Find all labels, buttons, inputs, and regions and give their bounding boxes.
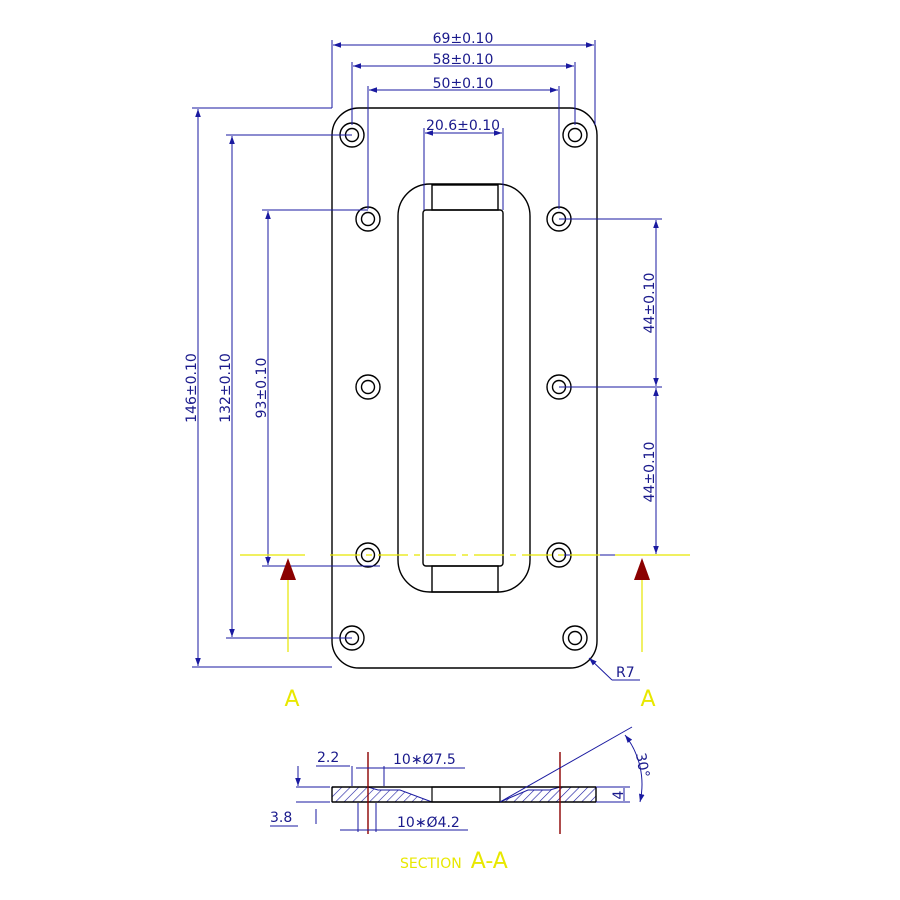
section-title: SECTION A-A [400,849,508,874]
dim-label-3-8: 3.8 [270,810,292,826]
dim-height-44-upper: 44±0.10 [559,218,662,388]
hole-corner-tr [562,122,588,148]
dim-label-20-6: 20.6±0.10 [426,118,500,134]
section-view: 2.2 3.8 4 30° 10∗Ø7.5 [270,726,652,874]
dim-3-8: 3.8 [270,801,330,827]
section-title-word: SECTION [400,856,462,872]
hole-corner-br [562,625,588,651]
dim-label-holes-small: 10∗Ø4.2 [397,815,460,831]
dim-2-2: 2.2 [295,750,350,788]
dim-label-50: 50±0.10 [433,76,494,92]
plan-view: 69±0.10 58±0.10 50±0.10 20.6±0.10 146±0.… [184,31,690,712]
dim-label-2-2: 2.2 [317,750,339,766]
dim-4: 4 [596,786,630,803]
dim-label-58: 58±0.10 [433,52,494,68]
recess-top-step [431,184,499,211]
dim-label-holes-large: 10∗Ø7.5 [393,752,456,768]
section-marker-right: A [640,687,655,712]
dim-width-50: 50±0.10 [367,76,560,209]
section-recess-floor [431,786,501,803]
section-hatch-left [331,786,433,803]
dim-height-146: 146±0.10 [184,107,332,668]
dim-width-20-6: 20.6±0.10 [423,118,504,210]
dim-height-132: 132±0.10 [218,134,352,639]
dim-label-93: 93±0.10 [254,358,270,419]
hole-left-mid [355,374,381,400]
radius-callout: R7 [588,657,640,681]
radius-label: R7 [616,665,635,681]
dim-label-132: 132±0.10 [218,353,234,423]
dim-height-44-lower: 44±0.10 [559,388,662,556]
dim-width-58: 58±0.10 [351,52,576,125]
dim-holes-large: 10∗Ø7.5 [351,752,465,786]
cutting-arrow-right [634,558,650,580]
hole-left-top [355,206,381,232]
dim-label-69: 69±0.10 [433,31,494,47]
mounting-holes [339,122,588,651]
dim-angle-30: 30° [499,726,652,803]
recess-bottom-step [431,565,499,593]
dim-label-30: 30° [632,752,652,779]
section-profile [331,786,597,803]
dim-height-93: 93±0.10 [254,209,380,567]
section-marker-left: A [284,687,299,712]
cutting-plane: A A [240,554,690,712]
section-hatch-right [499,786,597,803]
cutting-arrow-left [280,558,296,580]
dim-width-69: 69±0.10 [331,31,596,125]
recess-inner [422,209,504,567]
recess-outer [397,183,531,593]
section-title-id: A-A [471,849,508,874]
dim-label-44-lower: 44±0.10 [642,442,658,503]
plate-outline [331,107,598,669]
dim-label-4: 4 [611,790,627,799]
dim-holes-small: 10∗Ø4.2 [340,803,468,832]
dim-label-146: 146±0.10 [184,353,200,423]
dim-label-44-upper: 44±0.10 [642,273,658,334]
